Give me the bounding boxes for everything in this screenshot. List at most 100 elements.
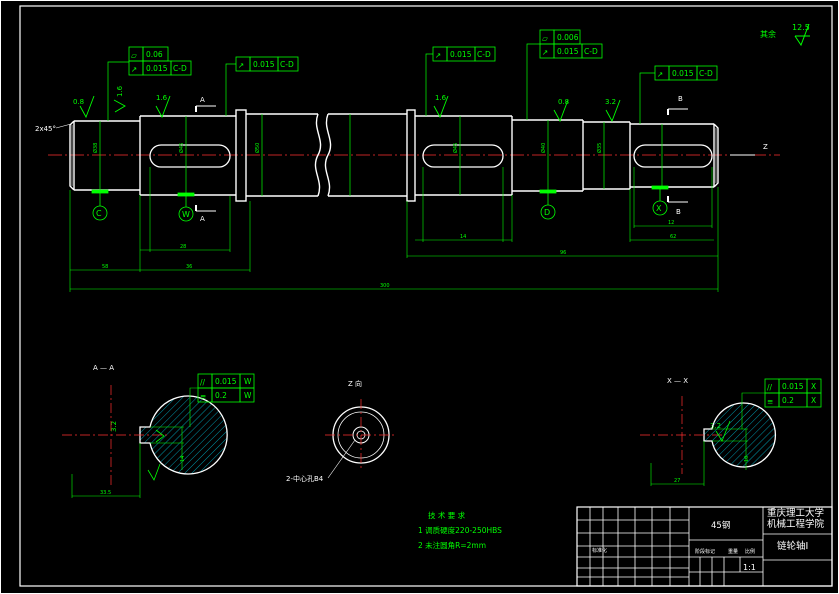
diameter-dims <box>99 114 663 196</box>
datum-w <box>178 206 194 222</box>
len-1: 58 <box>102 264 108 270</box>
gdt-frame-2: ↗ 0.015 C-D <box>128 60 192 76</box>
sx-gdt-2-ref: X <box>811 396 816 405</box>
end-chamfer-marks <box>71 125 717 186</box>
datum-w-label: W <box>182 210 190 219</box>
technical-requirements: 技 术 要 求 1 调质硬度220-250HBS 2 未注圆角R=2mm <box>418 510 502 550</box>
school-line-1: 重庆理工大学 <box>767 507 824 519</box>
dia-label-3: Ø50 <box>254 143 261 153</box>
datum-d <box>540 204 556 220</box>
col-scale: 比例 <box>745 548 755 555</box>
keyway-right <box>633 144 713 168</box>
length-dims <box>69 167 719 292</box>
tech-req-title: 技 术 要 求 <box>428 510 466 520</box>
school-line-2: 机械工程学院 <box>767 518 825 530</box>
material: 45钢 <box>711 520 730 531</box>
section-a-view: 33.5 14 <box>62 385 228 498</box>
section-x-shape <box>703 402 776 468</box>
title-block <box>576 506 833 587</box>
ra-1: 0.8 <box>73 98 84 106</box>
gdt-7-ref: C-D <box>699 69 713 78</box>
len-5: 96 <box>560 250 566 256</box>
z-view: 2-中心孔B4 <box>286 399 397 483</box>
ra-7: 3.2 <box>110 421 118 432</box>
tech-req-line-1: 1 调质硬度220-250HBS <box>418 525 502 535</box>
gdt-2-symbol: ↗ <box>131 65 137 74</box>
gdt-1-value: 0.06 <box>146 50 163 59</box>
scale: 1:1 <box>743 563 756 572</box>
ra-4: 1.6 <box>116 85 124 97</box>
gdt-6-ref: C-D <box>584 47 598 56</box>
gdt-2-ref: C-D <box>173 64 187 73</box>
dia-label-2: Ø45 <box>178 143 185 153</box>
datum-d-label: D <box>544 208 550 217</box>
section-a-keydim: 14 <box>180 456 186 462</box>
gdt-7-symbol: ↗ <box>657 70 663 79</box>
sa-gdt-1-value: 0.015 <box>215 377 237 386</box>
length-labels: 58 36 28 300 96 62 14 12 <box>102 220 676 289</box>
key-1: 14 <box>460 234 466 240</box>
gdt-5-value: 0.006 <box>557 33 579 42</box>
dia-label-1: Ø38 <box>92 143 99 153</box>
keyway-left <box>149 144 231 168</box>
datum-markers <box>91 185 669 222</box>
gdt-6-value: 0.015 <box>557 47 579 56</box>
len-6: 62 <box>670 234 676 240</box>
shaft-outline <box>69 109 719 202</box>
datum-c-label: C <box>96 209 102 218</box>
datum-c <box>92 205 108 221</box>
chamfer-label: 2x45° <box>35 125 56 133</box>
gdt-3-value: 0.015 <box>253 60 275 69</box>
section-x-view: 27 10 <box>640 396 776 486</box>
diameter-labels: Ø38 Ø45 Ø50 Ø45 Ø40 Ø35 <box>92 143 603 153</box>
sx-gdt-2-value: 0.2 <box>782 396 794 405</box>
datum-letters: C W D X <box>96 204 662 219</box>
datum-x-label: X <box>656 204 662 213</box>
col-weight: 重量 <box>728 548 738 555</box>
datum-x <box>652 200 668 216</box>
section-a-dim: 33.5 <box>100 490 111 496</box>
gdt-5-symbol: ▱ <box>542 34 548 43</box>
section-x-dim: 27 <box>674 478 680 484</box>
sa-gdt-2-ref: W <box>244 391 252 400</box>
len-3: 28 <box>180 244 186 250</box>
sa-gdt-1-ref: W <box>244 377 252 386</box>
gdt-leaders <box>107 43 655 124</box>
sx-gdt-1-symbol: // <box>767 383 773 392</box>
dia-label-5: Ø40 <box>540 143 547 153</box>
sa-gdt-1-symbol: // <box>200 378 206 387</box>
keyways <box>149 144 713 168</box>
sa-gdt-2-symbol: ≡ <box>200 392 206 401</box>
dia-label-4: Ø45 <box>452 143 459 153</box>
section-cut-labels: A A B B Z <box>200 95 768 223</box>
surface-other-value: 12.5 <box>792 23 810 32</box>
ra-2: 1.6 <box>156 94 168 102</box>
gdt-3-ref: C-D <box>280 60 294 69</box>
gdt-4-symbol: ↗ <box>435 51 441 60</box>
gdt-6-symbol: ↗ <box>542 48 548 57</box>
section-a-title: A — A <box>93 364 114 372</box>
tech-req-line-2: 2 未注圆角R=2mm <box>418 540 486 550</box>
z-view-title: Z 向 <box>348 379 362 388</box>
section-x-keydim: 10 <box>744 456 750 462</box>
keyway-middle <box>422 144 504 168</box>
gdt-4-ref: C-D <box>477 50 491 59</box>
len-4: 300 <box>380 283 390 289</box>
surface-other-label: 其余 <box>760 29 776 39</box>
cut-z: Z <box>763 143 768 151</box>
dia-label-6: Ø35 <box>596 143 603 153</box>
key-2: 12 <box>668 220 674 226</box>
chamfer-leader <box>55 123 72 129</box>
len-2: 36 <box>186 264 192 270</box>
inner-frame <box>19 5 833 587</box>
gdt-frame-7: ↗ 0.015 C-D <box>654 65 718 81</box>
cut-b-bottom: B <box>676 208 681 216</box>
cut-b-top: B <box>678 95 683 103</box>
gdt-2-value: 0.015 <box>146 64 168 73</box>
section-x-gdt: // 0.015 X ≡ 0.2 X <box>741 378 822 429</box>
part-name: 链轮轴I <box>777 540 808 552</box>
title-block-text: 45钢 重庆理工大学 机械工程学院 链轮轴I 1:1 阶段标记 重量 比例 标准… <box>592 507 825 572</box>
ra-5: 0.8 <box>558 98 569 106</box>
